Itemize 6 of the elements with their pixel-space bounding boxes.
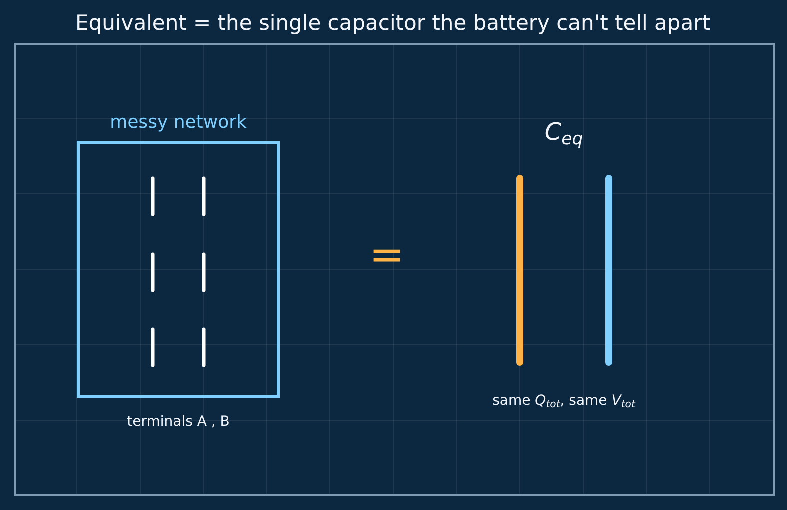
diagram-title: Equivalent = the single capacitor the battery can't tell apart bbox=[76, 10, 710, 36]
node-title: messy network bbox=[110, 112, 247, 134]
capacitor-caption: same Q$_{tot}$, same V$_{tot}$ bbox=[492, 392, 636, 411]
capacitor-label: C$_{eq}$ bbox=[544, 117, 584, 148]
terminal-caption: terminals A , B bbox=[127, 413, 230, 431]
equals-sign: = bbox=[369, 230, 405, 280]
